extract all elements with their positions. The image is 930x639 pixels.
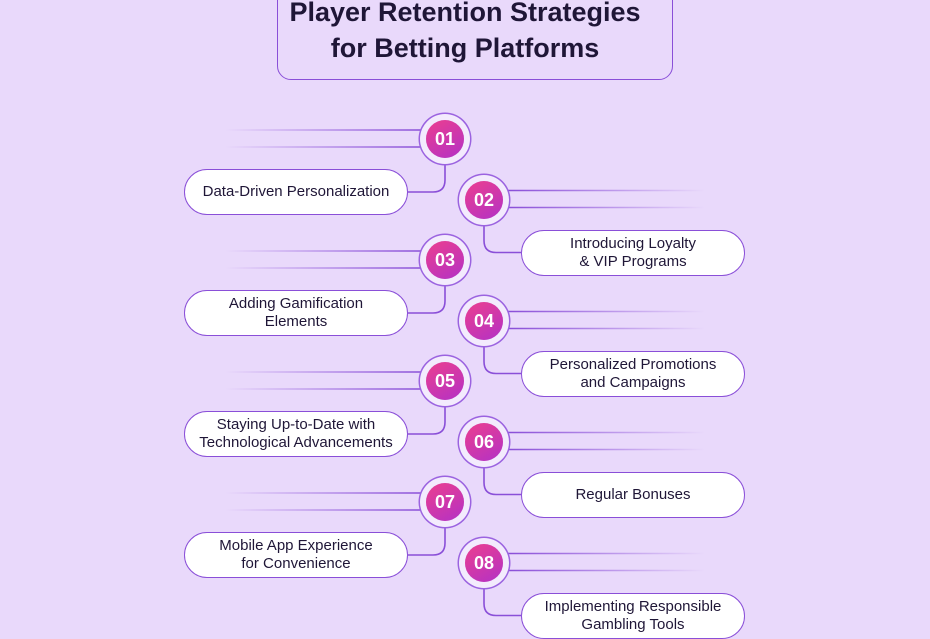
step-label-line: Implementing Responsible [544,597,722,615]
connector-elbow [483,225,521,254]
step-label: Regular Bonuses [575,486,690,504]
step-number-badge: 01 [426,120,464,158]
step-label-line: & VIP Programs [579,252,687,270]
step-card: Data-Driven Personalization [184,169,408,215]
step-label-line: Staying Up-to-Date with [216,416,376,433]
step-number-badge: 04 [465,301,503,340]
step-label-line: Data-Driven Personalization [202,183,390,200]
step-label-line: for Convenience [241,555,351,572]
step-label-line: Gambling Tools [581,615,685,633]
step-number-badge: 06 [465,422,503,461]
step-card: Introducing Loyalty& VIP Programs [521,229,745,276]
step-label-line: Personalized Promotions [549,355,717,373]
connector-elbow [408,165,446,193]
step-label-line: Regular Bonuses [575,485,691,503]
step-label: Introducing Loyalty& VIP Programs [570,235,696,271]
connector-elbow [408,286,446,314]
title-frame [277,0,673,80]
connector-elbow [483,346,521,375]
step-label-line: Elements [264,313,328,330]
step-label-line: Technological Advancements [199,434,393,451]
step-number-badge: 02 [465,180,503,219]
title-line-1: Player Retention Strategies [289,0,641,27]
step-number-badge: 05 [426,362,464,400]
page-title: Player Retention Strategies for Betting … [220,0,710,66]
connector-elbow [408,407,446,435]
connector-lines [225,129,705,617]
step-label-line: Adding Gamification [228,295,364,312]
step-label: Data-Driven Personalization [203,183,390,201]
step-card: Regular Bonuses [521,471,745,518]
title-line-2: for Betting Platforms [330,33,600,63]
step-label-line: Mobile App Experience [219,537,373,554]
connector-elbow [408,528,446,556]
step-label-line: Introducing Loyalty [570,234,696,252]
connector-elbow [483,467,521,496]
step-number-badge: 03 [426,241,464,279]
step-label-line: and Campaigns [580,373,686,391]
step-number-badge: 07 [426,483,464,521]
connector-elbow [483,588,521,617]
step-number-badge: 08 [465,543,503,582]
